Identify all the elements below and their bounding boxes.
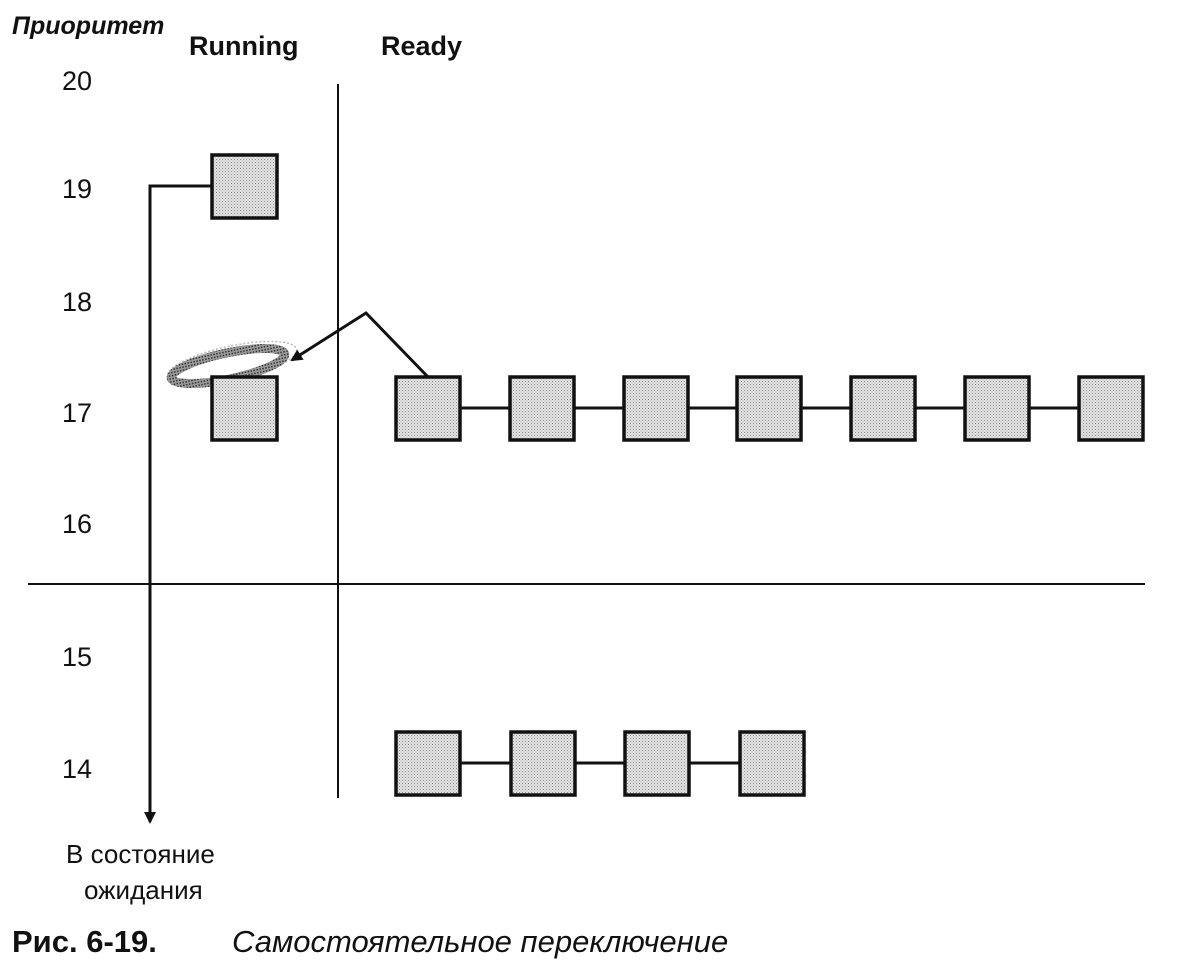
ready-thread (1077, 375, 1145, 442)
priority-labels: 20 19 18 17 16 15 14 (62, 66, 92, 784)
running-thread-19 (210, 153, 279, 220)
ready-queue-14 (394, 730, 806, 797)
ready-thread (738, 730, 806, 797)
to-wait-path (144, 184, 212, 824)
ready-thread (394, 375, 462, 442)
wait-label-line2: ожидания (84, 875, 203, 905)
ready-queue-17 (394, 375, 1145, 442)
ready-thread (509, 730, 577, 797)
priority-label-15: 15 (62, 642, 92, 672)
ready-thread (623, 730, 691, 797)
priority-label-19: 19 (62, 174, 92, 204)
priority-label-18: 18 (62, 287, 92, 317)
priority-header: Приоритет (12, 12, 164, 40)
ready-thread (963, 375, 1031, 442)
wait-label-line1: В состояние (66, 839, 215, 869)
priority-label-17: 17 (62, 398, 92, 428)
running-thread-17 (210, 375, 279, 442)
switch-arrow (290, 311, 430, 379)
ready-thread (508, 375, 576, 442)
priority-label-20: 20 (62, 66, 92, 96)
ready-header: Ready (381, 31, 462, 61)
ready-thread (735, 375, 803, 442)
figure-caption: Самостоятельное переключение (232, 924, 728, 959)
figure-number: Рис. 6-19. (12, 924, 157, 959)
ready-thread (849, 375, 917, 442)
priority-label-16: 16 (62, 509, 92, 539)
priority-label-14: 14 (62, 754, 92, 784)
ready-thread (394, 730, 462, 797)
ready-thread (622, 375, 690, 442)
running-header: Running (189, 31, 298, 61)
